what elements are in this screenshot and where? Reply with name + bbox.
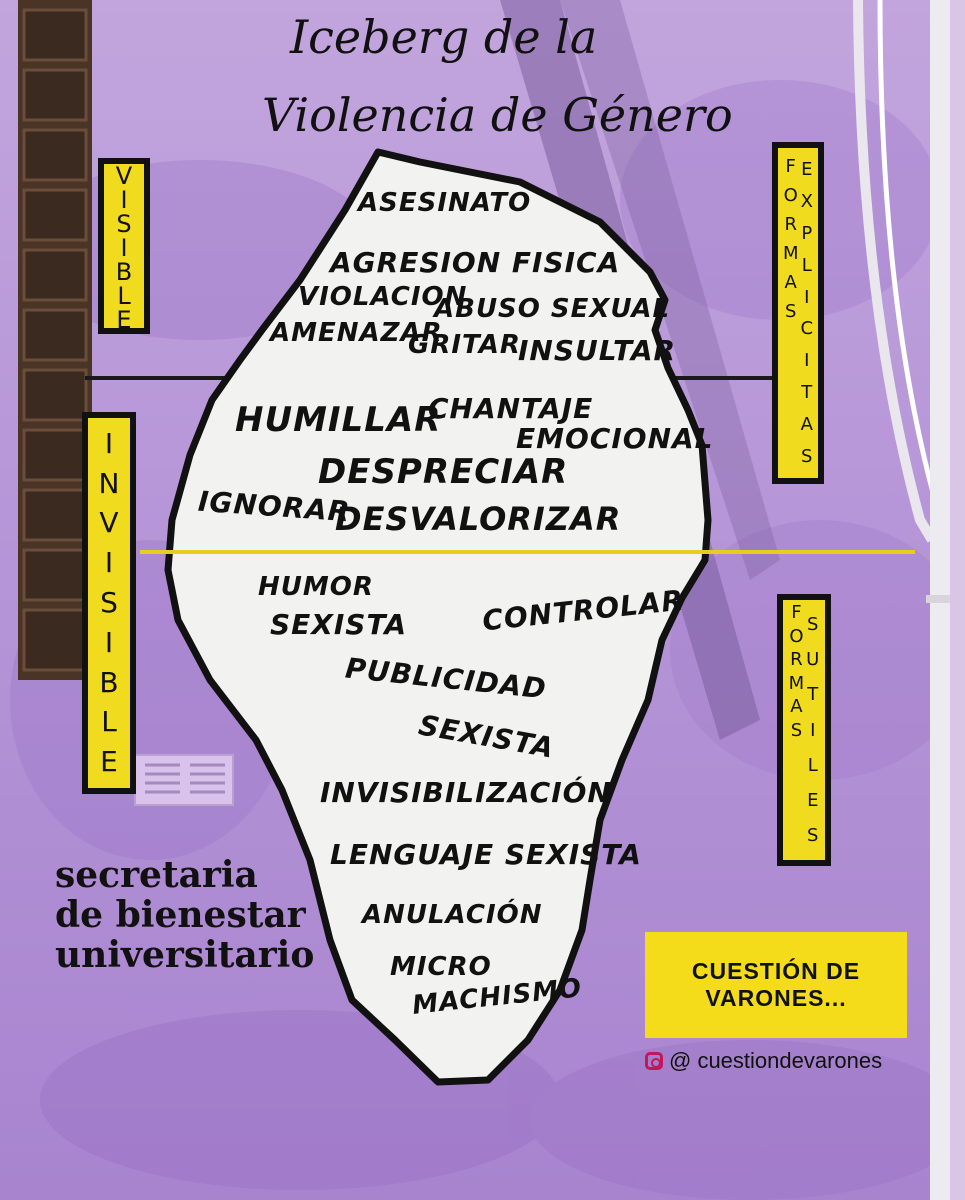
invisible-letter: L: [101, 705, 117, 739]
word-desvalorizar: DESVALORIZAR: [335, 500, 622, 538]
visible-letter: B: [115, 258, 133, 286]
explicitas-letter: I: [804, 350, 810, 372]
sutiles-letter: E: [807, 789, 819, 811]
invisible-letter: I: [104, 625, 114, 659]
invisible-letter: V: [99, 506, 119, 540]
explicitas-letter: I: [804, 286, 810, 308]
word-agresion-fisica: AGRESION FISICA: [330, 246, 621, 279]
formas-letter: R: [784, 213, 797, 235]
visible-letter: L: [117, 282, 131, 310]
word-insultar: INSULTAR: [518, 334, 677, 367]
vent-grille: [134, 754, 234, 806]
secretaria-text: secretaria de bienestar universitario: [55, 855, 314, 975]
sutiles-letter: I: [810, 719, 816, 741]
secretaria-line1: secretaria: [55, 854, 258, 896]
word-abuso-sexual: ABUSO SEXUAL: [434, 294, 671, 324]
word-micro: MICRO: [390, 952, 492, 982]
formas-letter: A: [790, 696, 803, 718]
word-chantaje: CHANTAJE: [428, 392, 594, 425]
formas-letter: O: [789, 625, 804, 647]
word-asesinato: ASESINATO: [358, 188, 532, 218]
word-invisibilizacion: INVISIBILIZACIÓN: [320, 776, 612, 809]
word-humor: HUMOR: [258, 572, 374, 602]
formas-letter: O: [783, 184, 798, 206]
sutiles-letter: S: [807, 824, 819, 846]
sutiles-letter: L: [807, 754, 818, 776]
explicitas-letter: T: [801, 382, 813, 404]
invisible-letter: B: [99, 665, 119, 699]
visible-letter: S: [116, 210, 132, 238]
formas-letter: R: [790, 649, 803, 671]
explicitas-letter: A: [800, 414, 813, 436]
word-humillar: HUMILLAR: [235, 400, 442, 440]
explicitas-letter: C: [800, 318, 814, 340]
invisible-letter: S: [100, 585, 118, 619]
title-line2: Violencia de Género: [262, 88, 733, 142]
word-anulacion: ANULACIÓN: [362, 900, 543, 930]
secretaria-line2: de bienestar: [55, 894, 306, 936]
instagram-handle-text: @ cuestiondevarones: [669, 1048, 883, 1073]
explicitas-letter: L: [801, 254, 812, 276]
brand-box: CUESTIÓN DE VARONES...: [645, 932, 907, 1038]
word-lenguaje-sexista: LENGUAJE SEXISTA: [330, 838, 642, 871]
iceberg-shape: [164, 148, 712, 1086]
invisible-letter: N: [98, 466, 120, 500]
brick-column: [18, 0, 92, 680]
explicitas-letter: P: [801, 222, 813, 244]
secretaria-line3: universitario: [55, 934, 315, 976]
explicitas-letter: E: [801, 158, 813, 180]
word-violacion: VIOLACION: [298, 282, 468, 312]
instagram-handle: @ cuestiondevarones: [645, 1048, 882, 1074]
word-despreciar: DESPRECIAR: [318, 452, 569, 492]
formas-letter: A: [784, 271, 797, 293]
word-gritar: GRITAR: [408, 330, 521, 360]
explicitas-letter: S: [801, 446, 813, 468]
invisible-letter: I: [104, 426, 114, 460]
formas-letter: S: [784, 300, 797, 322]
visible-letter: I: [120, 234, 128, 262]
sutiles-letter: U: [806, 649, 820, 671]
brand-line2: VARONES...: [705, 985, 847, 1011]
invisible-letter: I: [104, 546, 114, 580]
formas-letter: F: [791, 602, 802, 624]
sutiles-letter: S: [807, 614, 819, 636]
instagram-icon: [645, 1052, 663, 1070]
invisible-letter: E: [100, 745, 118, 779]
explicitas-letter: X: [800, 190, 813, 212]
formas-letter: M: [788, 672, 805, 694]
brand-line1: CUESTIÓN DE: [691, 958, 861, 984]
formas-letter: S: [790, 719, 803, 741]
sutiles-letter: T: [807, 684, 819, 706]
visible-letter: V: [115, 162, 133, 190]
word-amenazar: AMENAZAR: [270, 318, 443, 348]
visible-letter: I: [120, 186, 128, 214]
formas-letter: F: [785, 155, 796, 177]
title-line1: Iceberg de la: [290, 10, 598, 64]
word-sexista-humor: SEXISTA: [270, 608, 408, 641]
right-pipes: [853, 0, 965, 1200]
visible-letter: E: [116, 306, 132, 334]
word-emocional: EMOCIONAL: [516, 422, 714, 455]
formas-letter: M: [782, 242, 799, 264]
